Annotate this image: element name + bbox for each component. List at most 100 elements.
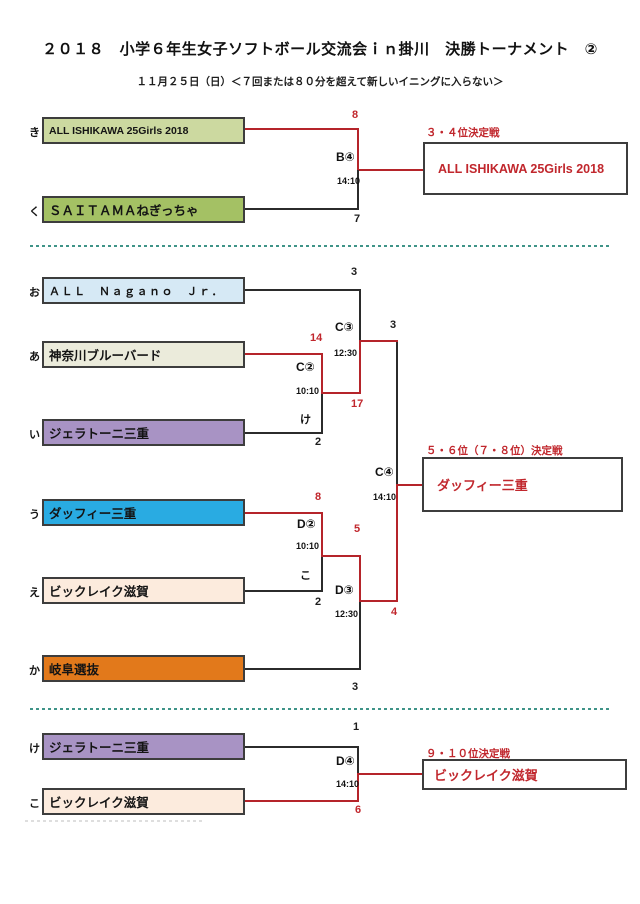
seed-label-i: い	[29, 429, 40, 441]
bracket-line	[396, 484, 423, 486]
team-name: ＡＬＬ Ｎａｇａｎｏ Ｊｒ．	[49, 285, 224, 298]
result-heading-3rd-4th: ３・４位決定戦	[426, 127, 500, 139]
bracket-line	[357, 773, 423, 775]
team-name: ALL ISHIKAWA 25Girls 2018	[49, 124, 189, 137]
result-winner: ALL ISHIKAWA 25Girls 2018	[438, 161, 605, 176]
result-box-9th-10th: ビックレイク滋賀	[422, 759, 627, 790]
bracket-line	[245, 208, 359, 210]
bracket-line	[321, 555, 361, 557]
score-c3-top: 3	[351, 266, 358, 278]
team-box-gifu-senbatsu: 岐阜選抜	[42, 655, 245, 682]
bracket-line	[357, 170, 359, 210]
team-box-duffy-mie: ダッフィー三重	[42, 499, 245, 526]
bracket-line	[359, 340, 398, 342]
bracket-line	[359, 555, 361, 602]
score-d3-top: 5	[354, 523, 361, 535]
seed-label-ki: き	[29, 127, 40, 139]
score-c4-top: 3	[390, 319, 397, 331]
result-heading-9th-10th: ９・１０位決定戦	[426, 748, 510, 760]
match-time-d3: 12:30	[335, 609, 359, 619]
bracket-line	[321, 557, 323, 592]
score-d2-top: 8	[315, 491, 322, 503]
bracket-line	[321, 512, 323, 557]
team-name: ＳＡＩＴＡＭＡねぎっちゃ	[49, 204, 199, 218]
score-c2-top: 14	[310, 332, 323, 344]
team-name: ジェラトーニ三重	[49, 741, 150, 755]
faint-divider	[25, 820, 205, 822]
seed-label-o: お	[29, 287, 40, 299]
team-name: ダッフィー三重	[49, 507, 137, 521]
bracket-line	[245, 289, 361, 291]
team-name: 神奈川ブルーバード	[49, 349, 162, 363]
match-time-d4: 14:10	[336, 779, 360, 789]
match-time-c4: 14:10	[373, 492, 397, 502]
score-d3-bottom: 3	[352, 681, 359, 693]
bracket-line	[359, 342, 361, 394]
match-time-c3: 12:30	[334, 348, 358, 358]
team-name: ビックレイク滋賀	[49, 796, 149, 810]
team-box-kanagawa-bluebird: 神奈川ブルーバード	[42, 341, 245, 368]
bracket-line	[245, 746, 359, 748]
match-label-b4: B④	[336, 150, 355, 164]
bracket-line	[359, 600, 398, 602]
score-b4-bottom: 7	[354, 213, 361, 225]
page-subtitle: １１月２５日（日）＜７回または８０分を超えて新しいイニングに入らない＞	[136, 76, 504, 88]
match-time-c2: 10:10	[296, 386, 320, 396]
junction-label-ke: け	[300, 414, 311, 426]
bracket-line	[396, 342, 398, 485]
team-box-gelatoni-mie-2: ジェラトーニ三重	[42, 733, 245, 760]
bracket-line	[245, 800, 359, 802]
bracket-line	[245, 432, 323, 434]
score-c3-bottom: 17	[351, 398, 364, 410]
match-label-d4: D④	[336, 754, 355, 768]
team-box-bicklake-shiga-2: ビックレイク滋賀	[42, 788, 245, 815]
bracket-line	[245, 668, 361, 670]
match-label-c3: C③	[335, 320, 354, 334]
bracket-line	[245, 590, 323, 592]
bracket-line	[357, 128, 359, 171]
bracket-line	[245, 128, 359, 130]
bracket-line	[321, 392, 361, 394]
bracket-line	[357, 169, 423, 171]
team-box-all-ishikawa: ALL ISHIKAWA 25Girls 2018	[42, 117, 245, 144]
team-name: ビックレイク滋賀	[49, 585, 149, 599]
bracket-line	[321, 353, 323, 394]
seed-label-e: え	[29, 587, 40, 599]
team-name: ジェラトーニ三重	[49, 427, 150, 441]
seed-label-ka: か	[29, 665, 40, 677]
seed-label-a: あ	[29, 351, 40, 363]
bracket-line	[245, 353, 323, 355]
seed-label-ko: こ	[29, 798, 40, 810]
result-winner: ビックレイク滋賀	[434, 768, 538, 783]
match-label-c2: C②	[296, 360, 315, 374]
result-heading-5th-6th: ５・６位（７・８位）決定戦	[426, 445, 563, 457]
match-label-c4: C④	[375, 465, 394, 479]
bracket-line	[359, 289, 361, 342]
seed-label-u: う	[29, 509, 40, 521]
junction-label-ko: こ	[300, 570, 311, 582]
bracket-line	[396, 485, 398, 602]
section-divider	[30, 708, 612, 710]
score-d2-bottom: 2	[315, 596, 322, 608]
team-box-saitama: ＳＡＩＴＡＭＡねぎっちゃ	[42, 196, 245, 223]
team-box-bicklake-shiga: ビックレイク滋賀	[42, 577, 245, 604]
match-time-b4: 14:10	[337, 176, 361, 186]
match-time-d2: 10:10	[296, 541, 320, 551]
result-winner: ダッフィー三重	[437, 478, 528, 493]
bracket-line	[357, 746, 359, 775]
match-label-d3: D③	[335, 583, 354, 597]
seed-label-ke: け	[29, 743, 40, 755]
score-b4-top: 8	[352, 109, 359, 121]
score-c2-bottom: 2	[315, 436, 322, 448]
score-c4-bottom: 4	[391, 606, 398, 618]
team-box-all-nagano: ＡＬＬ Ｎａｇａｎｏ Ｊｒ．	[42, 277, 245, 304]
seed-label-ku: く	[29, 206, 40, 218]
page-title: ２０１８ 小学６年生女子ソフトボール交流会ｉｎ掛川 決勝トーナメント ②	[42, 41, 598, 58]
bracket-line	[321, 394, 323, 434]
section-divider	[30, 245, 612, 247]
match-label-d2: D②	[297, 517, 316, 531]
score-d4-bottom: 6	[355, 804, 362, 816]
team-name: 岐阜選抜	[49, 663, 100, 677]
result-box-5th-6th: ダッフィー三重	[422, 457, 623, 512]
